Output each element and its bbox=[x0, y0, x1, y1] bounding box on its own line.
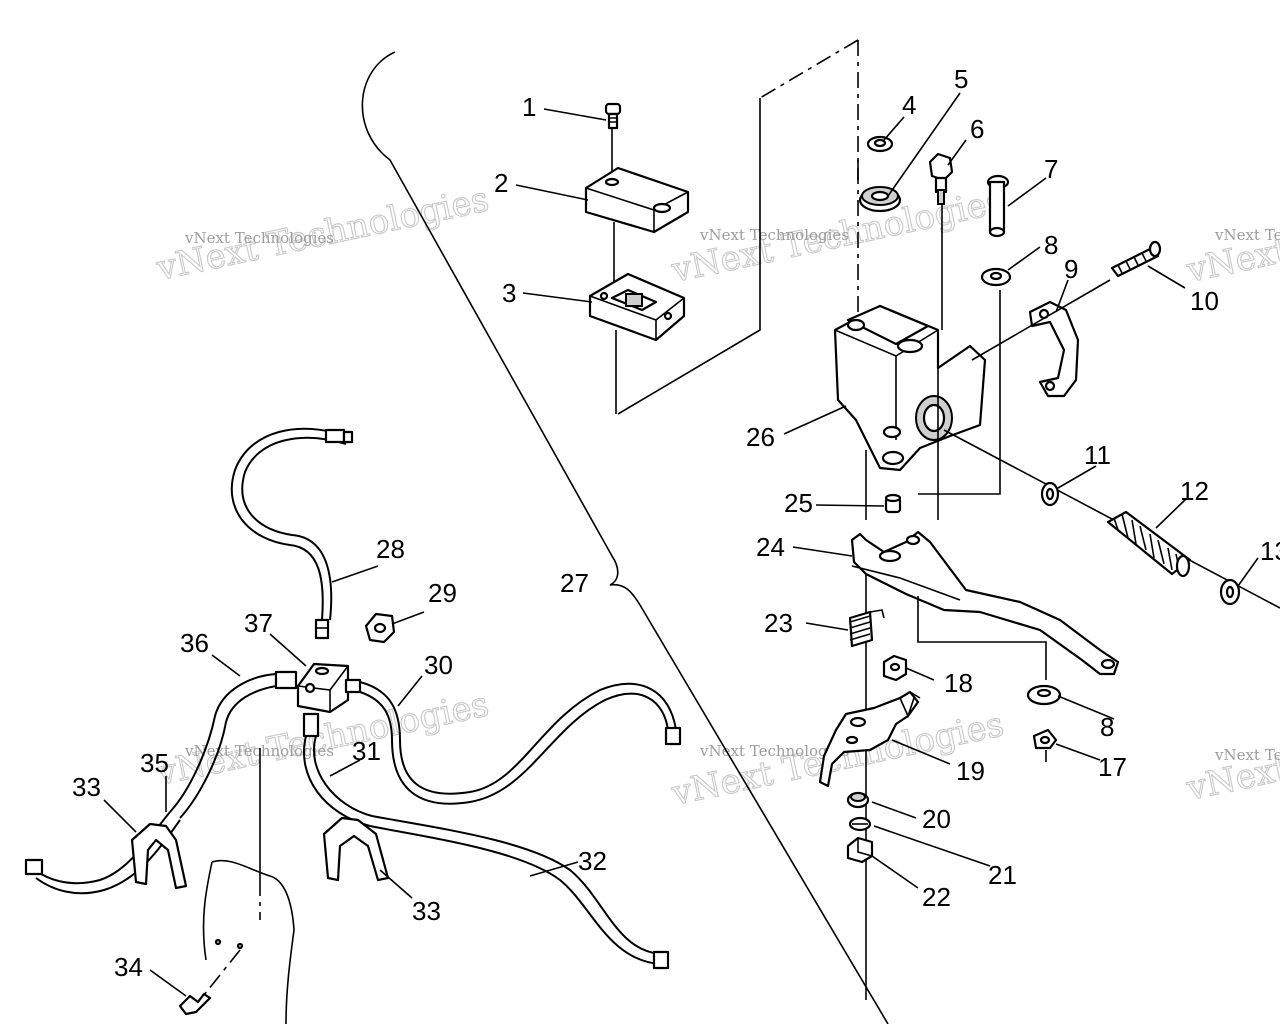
switch-bracket bbox=[818, 690, 921, 788]
callout-4: 4 bbox=[902, 90, 916, 120]
banjo-fitting-29 bbox=[364, 612, 396, 644]
callout-7: 7 bbox=[1044, 154, 1058, 184]
junction-block-37 bbox=[259, 662, 350, 920]
pivot-pin bbox=[986, 174, 1010, 238]
cover-screw bbox=[604, 102, 622, 130]
callout-29: 29 bbox=[428, 578, 457, 608]
top-washer bbox=[866, 135, 894, 153]
callout-30: 30 bbox=[424, 650, 453, 680]
brake-lever bbox=[850, 530, 1120, 1000]
callout-31: 31 bbox=[352, 736, 381, 766]
svg-text:vNext Technologies: vNext Technologies bbox=[1214, 226, 1280, 244]
brake-hose-28 bbox=[230, 427, 354, 640]
callout-2: 2 bbox=[494, 168, 508, 198]
reservoir-diaphragm bbox=[588, 272, 686, 342]
callout-33-left: 33 bbox=[72, 772, 101, 802]
callout-13: 13 bbox=[1260, 536, 1280, 566]
watermark-right-lower: vNext Technologies vNext Technologies bbox=[1182, 699, 1280, 810]
reservoir-cover bbox=[584, 166, 690, 234]
master-cylinder-body bbox=[833, 304, 987, 520]
callout-10: 10 bbox=[1190, 286, 1219, 316]
brake-hose-30 bbox=[344, 678, 682, 805]
callout-5: 5 bbox=[954, 64, 968, 94]
callout-26: 26 bbox=[746, 422, 775, 452]
svg-text:vNext Technologies: vNext Technologies bbox=[184, 742, 334, 760]
hose-clip-33-left bbox=[130, 822, 188, 890]
callout-23: 23 bbox=[764, 608, 793, 638]
callout-36: 36 bbox=[180, 628, 209, 658]
washer-lower bbox=[1026, 684, 1062, 706]
callout-19: 19 bbox=[956, 756, 985, 786]
callout-11: 11 bbox=[1084, 440, 1111, 470]
e-clip-17 bbox=[1032, 728, 1058, 762]
svg-text:vNext Technologies: vNext Technologies bbox=[1214, 746, 1280, 764]
callout-8: 8 bbox=[1044, 230, 1058, 260]
pivot-bolt bbox=[928, 152, 954, 330]
washer-20 bbox=[846, 791, 870, 809]
callout-37: 37 bbox=[244, 608, 273, 638]
callout-8-lower: 8 bbox=[1100, 712, 1114, 742]
leader-lines bbox=[103, 92, 1259, 997]
handlebar-clamp bbox=[971, 279, 1111, 398]
callout-25: 25 bbox=[784, 488, 813, 518]
spring-12 bbox=[1106, 510, 1192, 578]
callout-17: 17 bbox=[1098, 752, 1127, 782]
callout-9: 9 bbox=[1064, 254, 1078, 284]
watermark-right: vNext Technologies vNext Technologies bbox=[1182, 181, 1280, 292]
spring-washer-21 bbox=[848, 816, 872, 832]
bushing-25 bbox=[884, 493, 902, 514]
brake-hose-36 bbox=[169, 670, 298, 819]
callout-labels: 1 2 3 4 5 6 7 8 9 10 11 12 13 8 17 18 19… bbox=[72, 64, 1280, 982]
callout-21: 21 bbox=[988, 860, 1017, 890]
nut-22 bbox=[846, 836, 874, 864]
reservoir-cover-group bbox=[584, 39, 859, 415]
adjuster-screw bbox=[1110, 240, 1162, 278]
callout-35: 35 bbox=[140, 748, 169, 778]
svg-text:vNext Technologies: vNext Technologies bbox=[184, 229, 334, 247]
callout-22: 22 bbox=[922, 882, 951, 912]
callout-32: 32 bbox=[578, 846, 607, 876]
callout-20: 20 bbox=[922, 804, 951, 834]
hose-clip-33-center bbox=[322, 816, 390, 882]
watermark-left: vNext Technologies vNext Technologies bbox=[152, 179, 493, 290]
callout-34: 34 bbox=[114, 952, 143, 982]
callout-6: 6 bbox=[970, 114, 984, 144]
brake-hose-31-32 bbox=[302, 712, 670, 970]
washer-13 bbox=[1219, 578, 1241, 606]
callout-24: 24 bbox=[756, 532, 785, 562]
lock-nut-18 bbox=[882, 654, 908, 682]
callout-28: 28 bbox=[376, 534, 405, 564]
washer-11 bbox=[1040, 481, 1060, 507]
return-spring bbox=[848, 609, 885, 648]
callout-12: 12 bbox=[1180, 476, 1209, 506]
svg-text:vNext Technologies: vNext Technologies bbox=[699, 226, 849, 244]
watermark-center: vNext Technologies vNext Technologies bbox=[667, 181, 1008, 292]
mount-screw-34 bbox=[178, 992, 212, 1016]
washer-upper bbox=[918, 267, 1012, 495]
svg-text:vNext Technologies: vNext Technologies bbox=[699, 742, 849, 760]
callout-18: 18 bbox=[944, 668, 973, 698]
handlebar-outline bbox=[361, 51, 889, 1024]
reservoir-cap bbox=[858, 186, 902, 213]
callout-33-center: 33 bbox=[412, 896, 441, 926]
callout-1: 1 bbox=[522, 92, 536, 122]
fender-outline bbox=[202, 859, 295, 1024]
callout-3: 3 bbox=[502, 278, 516, 308]
callout-27: 27 bbox=[560, 568, 589, 598]
